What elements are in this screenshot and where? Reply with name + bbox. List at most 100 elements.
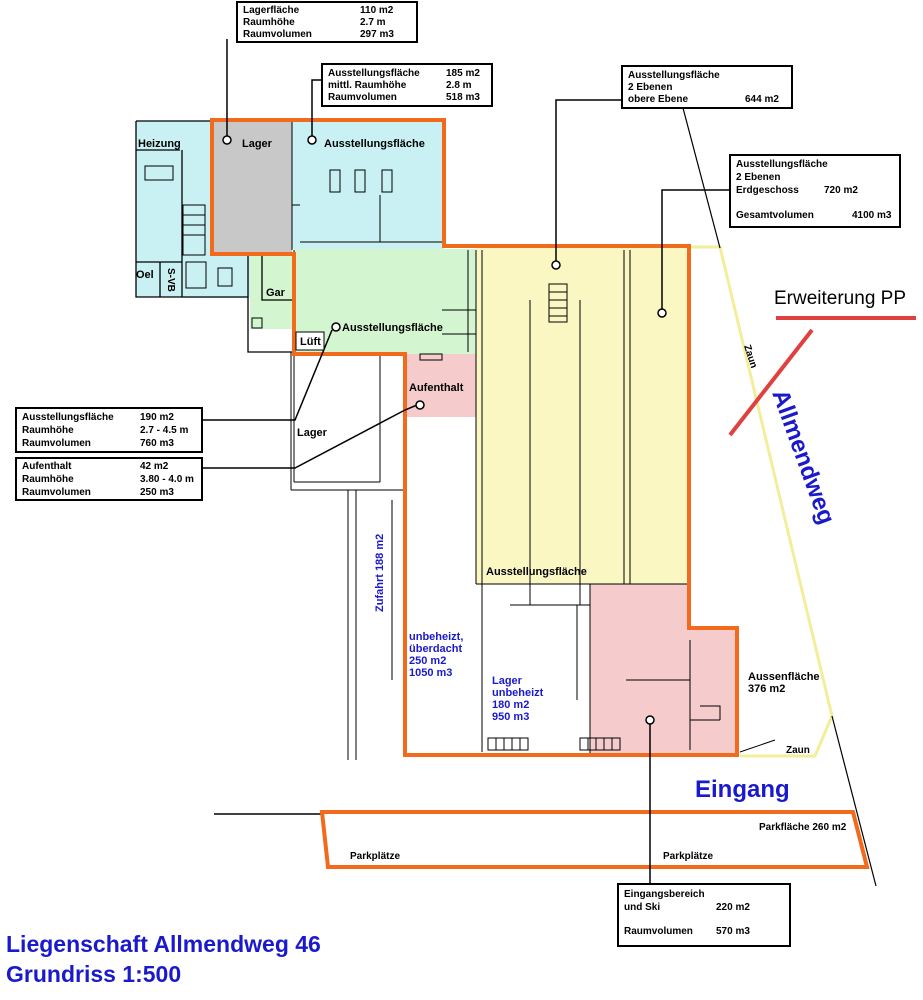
label-parkplaetze-right: Parkplätze [663, 851, 713, 862]
walls [135, 120, 776, 760]
info-label: Ausstellungsfläche [22, 412, 114, 423]
label-lager-unbeheizt-0: Lager [492, 675, 523, 687]
info-value: 110 m2 [360, 5, 394, 16]
info-label: und Ski [624, 902, 660, 913]
label-heizung: Heizung [138, 138, 181, 150]
expansion-line-d [728, 328, 814, 437]
info-value: 250 m3 [140, 487, 174, 498]
label-zufahrt: Zufahrt 188 m2 [374, 534, 386, 612]
location-pins [222, 135, 667, 725]
info-value: 518 m3 [446, 92, 480, 103]
info-value: 2.8 m [446, 80, 472, 91]
label-gar: Gar [266, 287, 286, 299]
pin-ausstellung-top [307, 135, 317, 145]
info-value: 190 m2 [140, 412, 174, 423]
info-value: 3.80 - 4.0 m [140, 474, 194, 485]
leader-lines [202, 39, 732, 886]
info-label: Ausstellungsfläche [628, 70, 720, 81]
label-unbeheizt-2: 250 m2 [409, 655, 446, 667]
info-value: 720 m2 [824, 185, 858, 196]
label-unbeheizt-1: überdacht [409, 643, 463, 655]
label-parkflaeche: Parkfläche 260 m2 [759, 822, 847, 833]
info-label: Ausstellungsfläche [328, 68, 420, 79]
label-lager-unbeheizt-1: unbeheizt [492, 687, 544, 699]
info-box-ausstellung-720: Ausstellungsfläche 2 Ebenen Erdgeschoss … [729, 154, 901, 228]
pin-ausstellung-mid [331, 322, 341, 332]
info-box-ausstellung-190: Ausstellungsfläche 190 m2 Raumhöhe 2.7 -… [15, 407, 203, 453]
label-ausstellung-mid: Ausstellungsfläche [342, 322, 443, 334]
road-line-lower [831, 715, 877, 887]
parking-outline [319, 810, 870, 869]
info-box-ausstellung-644: Ausstellungsfläche 2 Ebenen obere Ebene … [621, 65, 793, 109]
pin-ausstellung-upper [551, 260, 561, 270]
label-unbeheizt-0: unbeheizt, [409, 631, 463, 643]
room-ausstellung-top-fill [292, 121, 444, 249]
info-label: Ausstellungsfläche [736, 159, 828, 170]
info-box-ausstellung-185: Ausstellungsfläche 185 m2 mittl. Raumhöh… [321, 63, 493, 107]
info-label: Gesamtvolumen [736, 210, 814, 221]
info-label: 2 Ebenen [736, 172, 780, 183]
info-label: mittl. Raumhöhe [328, 80, 407, 91]
room-fills [136, 121, 737, 754]
info-value: 760 m3 [140, 438, 174, 449]
main-building-outline [210, 118, 739, 757]
info-label: Raumhöhe [22, 474, 74, 485]
info-label: Aufenthalt [22, 461, 72, 472]
room-eingang-fill [590, 584, 737, 754]
label-lager-top: Lager [242, 138, 273, 150]
label-lager-unbeheizt-2: 180 m2 [492, 699, 529, 711]
info-label: Raumvolumen [22, 438, 91, 449]
pin-aufenthalt [415, 400, 425, 410]
label-parkplaetze-left: Parkplätze [350, 851, 400, 862]
lueft-box [295, 331, 325, 351]
info-value: 2.7 - 4.5 m [140, 425, 188, 436]
room-gar-fill [250, 254, 294, 329]
label-unbeheizt-3: 1050 m3 [409, 667, 452, 679]
info-box-lagerflaeche: Lagerfläche 110 m2 Raumhöhe 2.7 m Raumvo… [236, 1, 418, 43]
label-zaun-right: Zaun [741, 344, 759, 370]
info-value: 4100 m3 [852, 210, 892, 221]
label-aufenthalt: Aufenthalt [409, 382, 464, 394]
title-line-2: Grundriss 1:500 [6, 961, 182, 987]
label-erweiterung: Erweiterung PP [774, 288, 906, 309]
room-ausstellung-big-fill [476, 247, 689, 584]
info-value: 185 m2 [446, 68, 480, 79]
info-box-aufenthalt-42: Aufenthalt 42 m2 Raumhöhe 3.80 - 4.0 m R… [15, 457, 203, 501]
info-label: Raumvolumen [624, 926, 693, 937]
label-ausstellung-big: Ausstellungsfläche [486, 566, 587, 578]
info-value: 220 m2 [716, 902, 750, 913]
info-label: Lagerfläche [243, 5, 300, 16]
label-eingang: Eingang [695, 776, 790, 803]
label-allmendweg: Allmendweg [766, 386, 840, 528]
road-line [682, 107, 721, 249]
room-lower-blue-fill [205, 254, 250, 298]
info-label: Raumhöhe [243, 17, 295, 28]
info-label: Raumvolumen [22, 487, 91, 498]
info-value: 42 m2 [140, 461, 169, 472]
label-zaun-bottom: Zaun [786, 745, 810, 756]
info-label: Eingangsbereich [624, 889, 705, 900]
title-line-1: Liegenschaft Allmendweg 46 [6, 931, 321, 957]
label-lueft: Lüft [300, 336, 321, 348]
info-label: Raumhöhe [22, 425, 74, 436]
info-label: Erdgeschoss [736, 185, 799, 196]
label-lager-mid: Lager [297, 427, 328, 439]
label-oel: Oel [136, 269, 154, 281]
pin-eingang [645, 715, 655, 725]
info-value: 2.7 m [360, 17, 386, 28]
info-box-eingang-220: Eingangsbereich und Ski 220 m2 Raumvolum… [617, 883, 791, 947]
label-aussenflaeche-1: 376 m2 [748, 683, 785, 695]
info-label: obere Ebene [628, 94, 688, 105]
info-label: Raumvolumen [243, 29, 312, 40]
label-svb: S-VB [165, 268, 176, 292]
label-ausstellung-top: Ausstellungsfläche [324, 138, 425, 150]
pin-ausstellung-ground [657, 308, 667, 318]
info-value: 570 m3 [716, 926, 750, 937]
pin-lager [222, 135, 232, 145]
label-aussenflaeche-0: Aussenfläche [748, 671, 820, 683]
info-label: 2 Ebenen [628, 82, 672, 93]
info-value: 644 m2 [745, 94, 779, 105]
info-value: 297 m3 [360, 29, 394, 40]
info-label: Raumvolumen [328, 92, 397, 103]
